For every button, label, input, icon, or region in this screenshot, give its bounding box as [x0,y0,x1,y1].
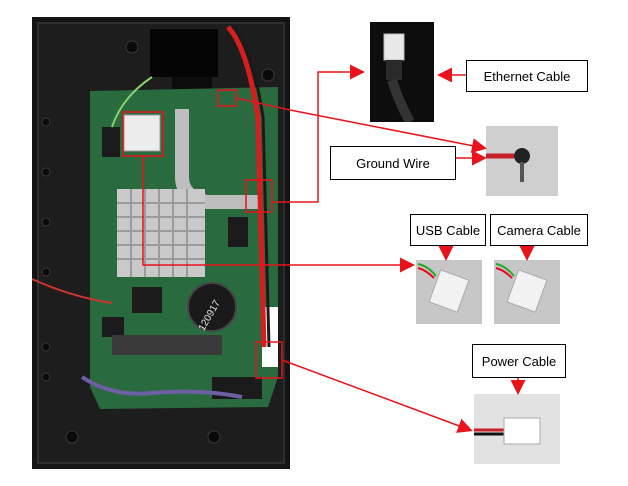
power-thumb [474,394,560,464]
camera-thumb [494,260,560,324]
usb-label: USB Cable [410,214,486,246]
camera-label: Camera Cable [490,214,588,246]
ethernet-label: Ethernet Cable [466,60,588,92]
power-label: Power Cable [472,344,566,378]
left-wire [32,278,113,304]
heatsink [117,189,205,277]
ground-thumb [486,126,558,196]
power-callout [281,359,473,433]
usb-thumb [416,260,482,324]
power-connector-icon [474,417,541,445]
board-photo: 120917 [32,17,290,469]
ethernet-wires [111,76,153,128]
camera-connector-icon [495,263,548,313]
enclosure-holes [41,40,275,444]
ground-screw-icon [486,148,530,182]
usb-connector-icon [417,263,470,313]
ethernet-thumb [370,22,434,122]
wire-bundle [80,375,243,399]
ground-label: Ground Wire [330,146,456,180]
bottom-connector [112,335,222,355]
coin-battery [187,282,237,332]
header-pins [123,114,161,152]
ethernet-connector-icon [383,33,415,122]
cable-holder [150,29,218,77]
